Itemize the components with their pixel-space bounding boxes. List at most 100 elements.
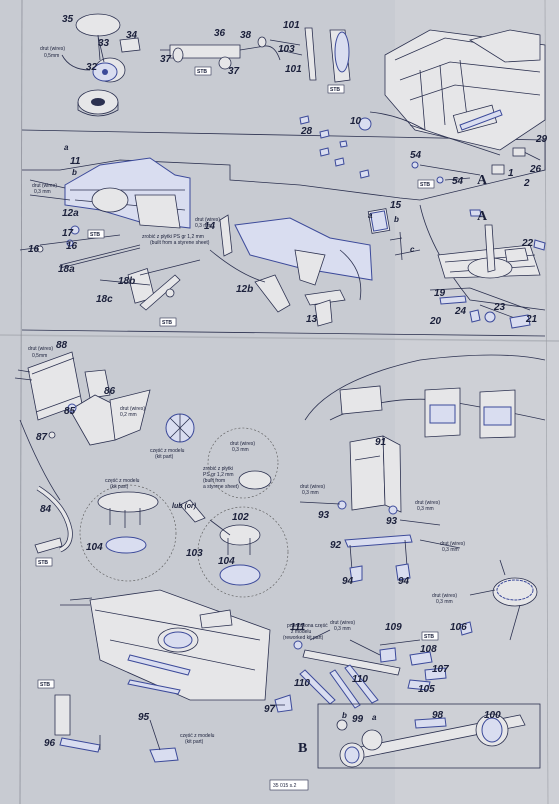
sub-letter-label: b (394, 215, 399, 224)
part-label: 24 (454, 306, 467, 317)
note-kit-part-e: część z modelu (180, 733, 215, 739)
part-label: 12b (236, 284, 253, 295)
part-label: 99 (352, 714, 364, 725)
part-label: 18c (96, 294, 113, 305)
part-label: 110 (352, 674, 368, 685)
part-label: 104 (86, 542, 103, 553)
part-label: 28 (300, 126, 313, 137)
part-label: 95 (138, 712, 150, 723)
note-wire-03-i: drut (wires) (415, 500, 440, 506)
stb-badge: STB (159, 317, 177, 327)
note-styrene2-c: (built from (203, 478, 225, 484)
part-label: 16 (28, 244, 40, 255)
part-label: 21 (525, 314, 538, 325)
part-label: 93 (318, 510, 330, 521)
part-label: 54 (410, 150, 422, 161)
svg-text:STB: STB (420, 182, 430, 188)
note-wire-05-c: drut (wires) (28, 346, 53, 352)
note-wire-03-e: drut (wires) (230, 441, 255, 447)
part-label: 100 (484, 710, 501, 721)
note-styrene2-d: a styrene sheet) (203, 484, 239, 490)
part-label: 20 (429, 316, 442, 327)
part-label: 94 (398, 576, 410, 587)
note-styrene2-a: zrobić z płytki (203, 466, 233, 472)
note-wire-03-b: 0,3 mm (34, 189, 51, 195)
note-styrene-a: zrobić z płytki PS gr 1,2 mm (142, 234, 204, 240)
note-wire-02-b: 0,2 mm (120, 412, 137, 418)
note-wire-03-g: drut (wires) (300, 484, 325, 490)
part-label: 92 (330, 540, 342, 551)
stb-badge: STB (37, 679, 55, 689)
part-label: 93 (386, 516, 398, 527)
svg-text:STB: STB (90, 232, 100, 238)
sub-letter-label: c (410, 245, 415, 254)
sub-letter-label: a (368, 211, 373, 220)
note-kit-part-c: część z modelu (105, 478, 140, 484)
sub-letter-label: a (64, 143, 69, 152)
part-label: 2 (523, 178, 530, 189)
part-label: 94 (342, 576, 354, 587)
note-wire-03-k: drut (wires) (440, 541, 465, 547)
page-code: 35 015 s.2 (273, 783, 297, 789)
part-label: 15 (390, 200, 402, 211)
note-styrene2-b: PS gr 1,2 mm (203, 472, 234, 478)
part-label: 1 (508, 168, 514, 179)
part-label: 18b (118, 276, 135, 287)
note-reworked-c: (reworked kit part) (283, 635, 324, 641)
part-label: 109 (385, 622, 402, 633)
part-label: 87 (36, 432, 48, 443)
note-reworked-a: przeróbiona część (287, 623, 328, 629)
part-label: 16 (66, 241, 78, 252)
part-label: 103 (186, 548, 203, 559)
part-label: 32 (86, 62, 98, 73)
note-wire-03-l: 0,3 mm (442, 547, 459, 553)
svg-text:STB: STB (40, 682, 50, 688)
note-wire-03-h: 0,3 mm (302, 490, 319, 496)
part-label: 85 (64, 406, 76, 417)
part-label: 13 (306, 314, 318, 325)
svg-text:STB: STB (197, 69, 207, 75)
svg-text:STB: STB (424, 634, 434, 640)
part-label: 102 (232, 512, 249, 523)
part-label: 96 (44, 738, 56, 749)
stb-badge: STB (421, 631, 439, 641)
part-label: 98 (432, 710, 444, 721)
note-wire-03-o: drut (wires) (330, 620, 355, 626)
note-reworked-b: z modelu (291, 629, 312, 635)
part-label: 91 (375, 437, 387, 448)
note-wire-03-p: 0,3 mm (334, 626, 351, 632)
part-label: 106 (450, 622, 467, 633)
part-label: 103 (278, 44, 295, 55)
section-marker-a: A (477, 173, 488, 188)
part-label: 34 (126, 30, 138, 41)
sub-letter-label: b (342, 711, 347, 720)
note-wire-03-n: 0,3 mm (436, 599, 453, 605)
note-styrene-b: (built from a styrene sheet) (150, 240, 210, 246)
part-label: 111 (290, 622, 306, 633)
stb-badge: STB (194, 66, 212, 76)
part-label: 108 (420, 644, 437, 655)
part-label: 38 (240, 30, 252, 41)
svg-text:STB: STB (162, 320, 172, 326)
part-label: 18a (58, 264, 75, 275)
part-label: 54 (452, 176, 464, 187)
part-label: 110 (294, 678, 310, 689)
stb-badge: STB (327, 84, 345, 94)
part-label: 17 (62, 228, 74, 239)
part-label: 12a (62, 208, 79, 219)
note-wire-03-a: drut (wires) (32, 183, 57, 189)
note-wire-05-b: 0,5mm (44, 53, 59, 59)
part-label: 88 (56, 340, 68, 351)
note-wire-03-m: drut (wires) (432, 593, 457, 599)
svg-text:STB: STB (38, 560, 48, 566)
part-label: 26 (529, 164, 542, 175)
part-label: 11 (70, 156, 81, 167)
note-wire-03-f: 0,3 mm (232, 447, 249, 453)
part-label: 29 (535, 134, 548, 145)
note-wire-05-a: drut (wires) (40, 46, 65, 52)
page-code-box: 35 015 s.2 (269, 779, 309, 791)
